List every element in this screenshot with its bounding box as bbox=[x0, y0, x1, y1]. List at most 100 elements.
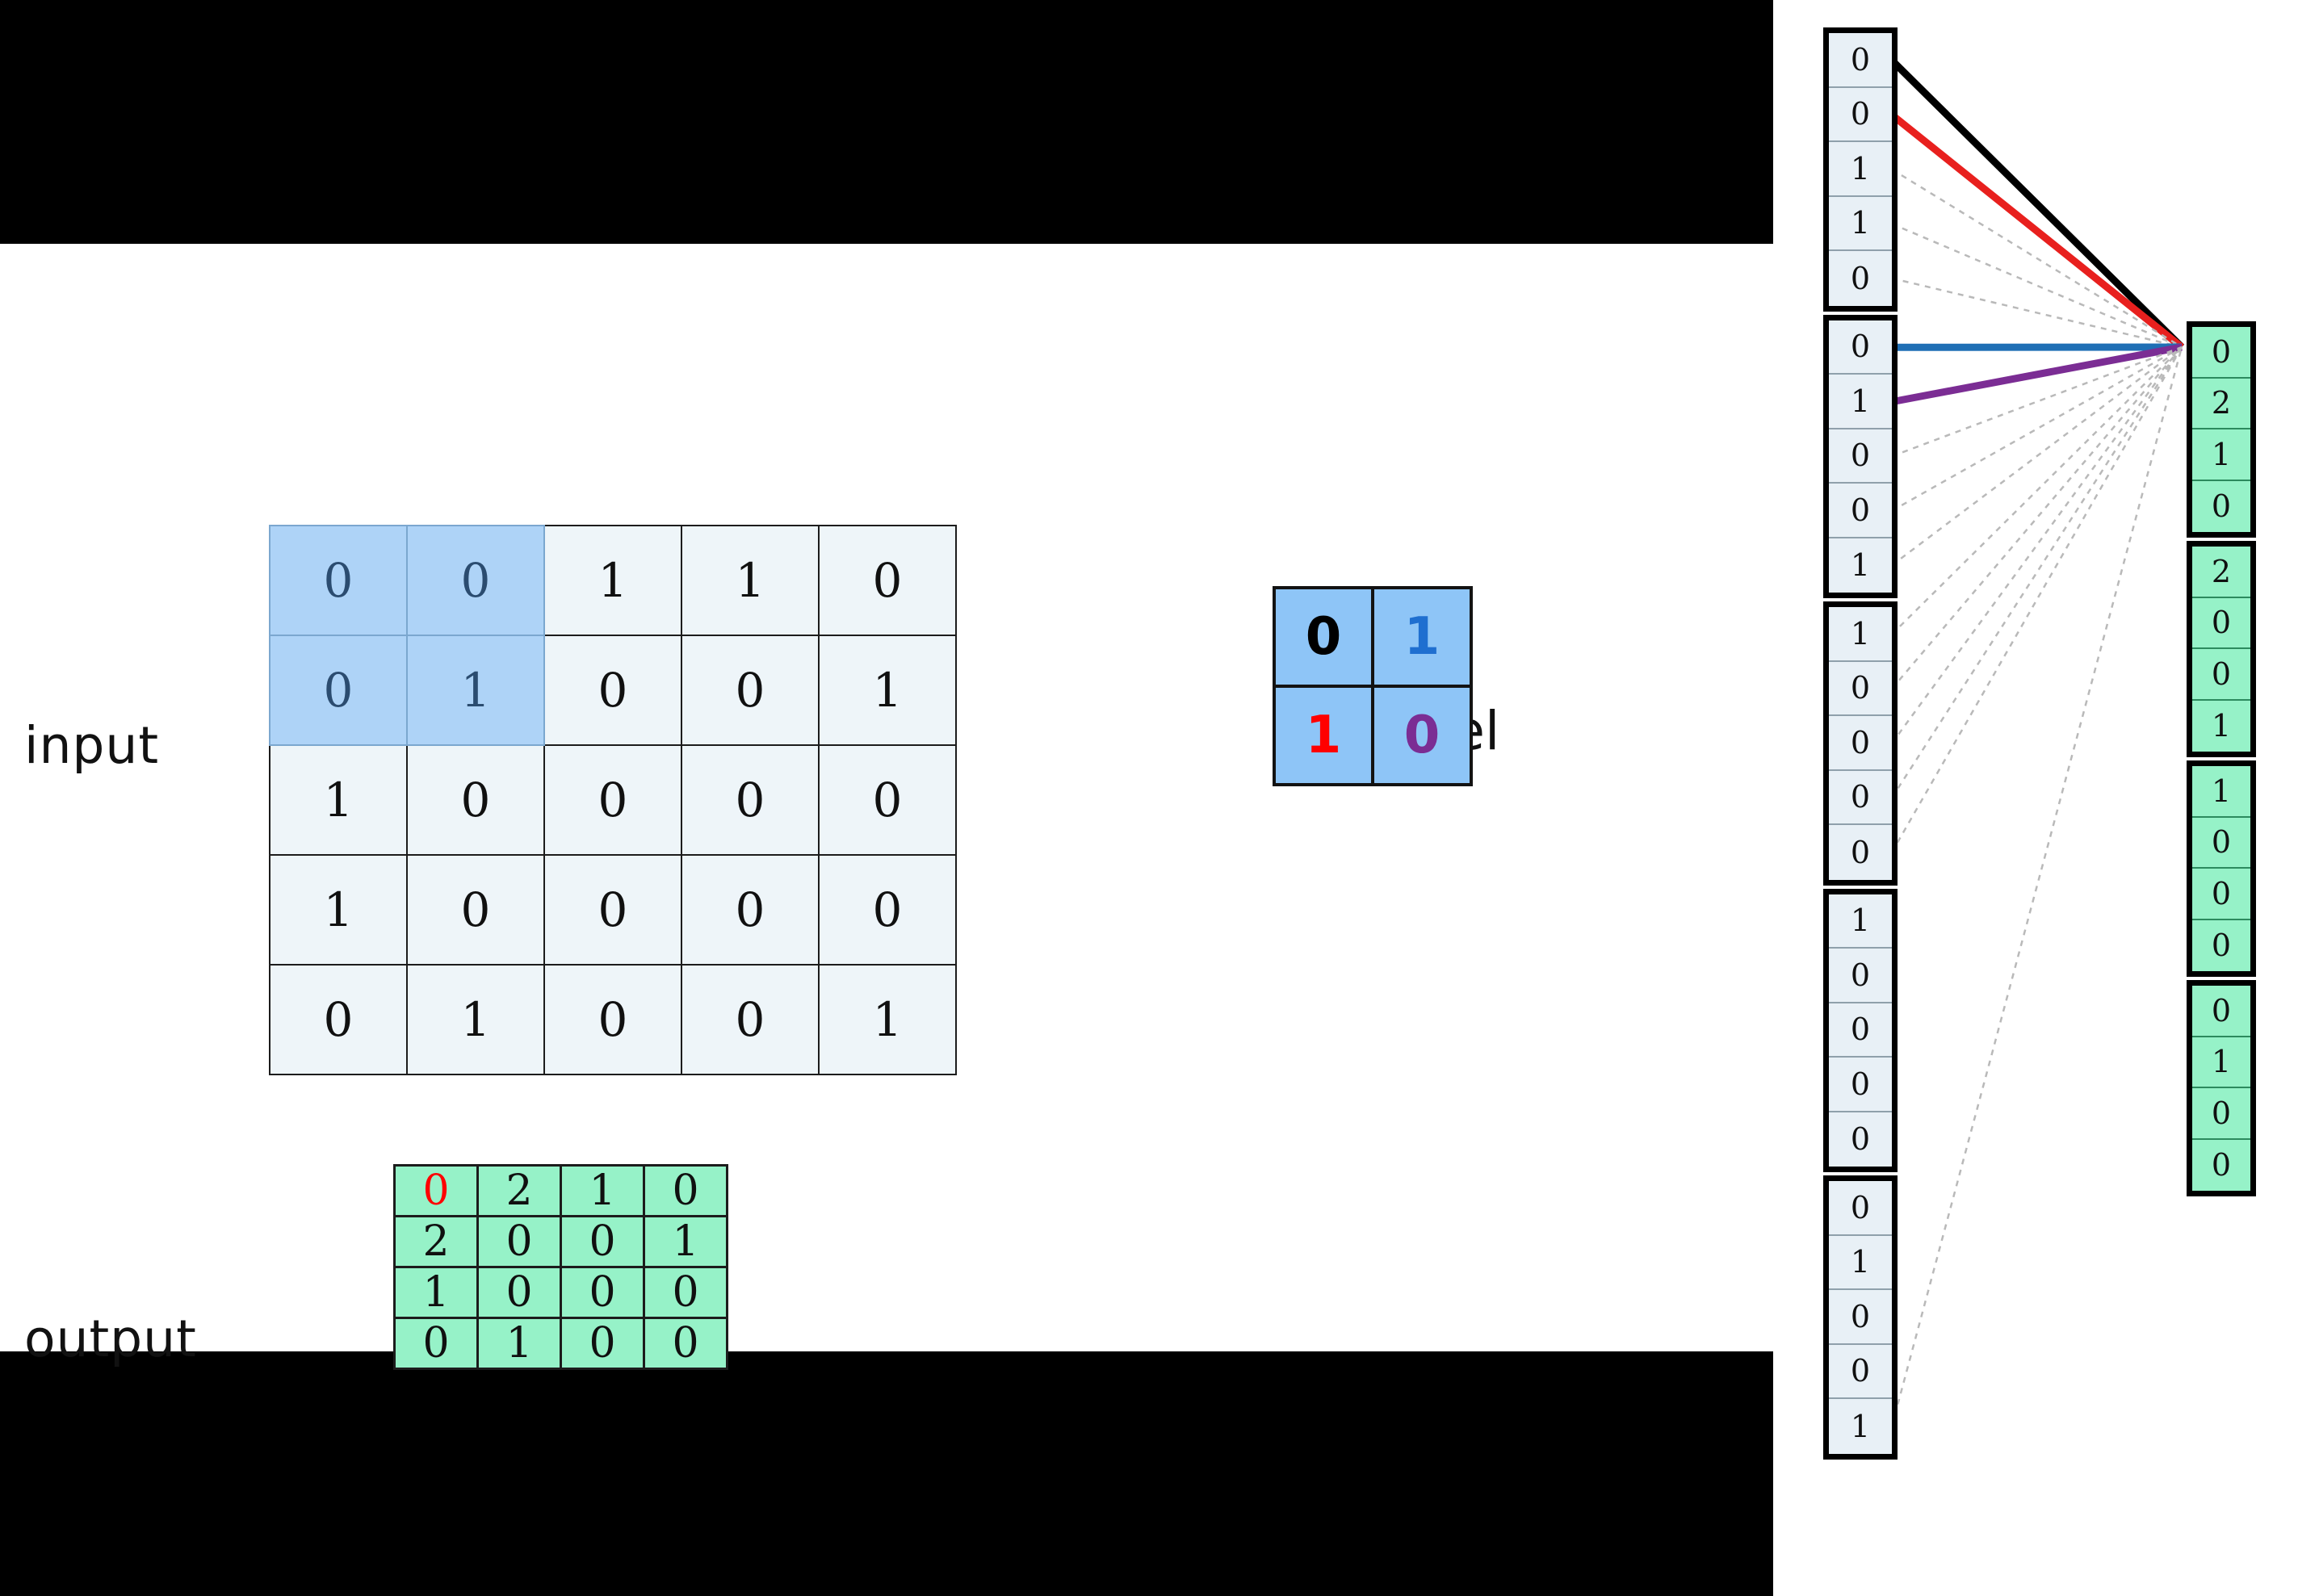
input-vector-cell: 0 bbox=[1829, 1058, 1892, 1112]
input-vector-cell: 0 bbox=[1829, 484, 1892, 538]
input-vector-cell: 0 bbox=[1829, 716, 1892, 771]
input-vector-cell: 0 bbox=[1829, 251, 1892, 306]
input-matrix-cell: 0 bbox=[406, 854, 545, 966]
input-vector-cell: 0 bbox=[1829, 1290, 1892, 1345]
input-vector-cell: 0 bbox=[1829, 429, 1892, 484]
input-matrix-cell: 1 bbox=[818, 964, 957, 1075]
input-matrix-cell: 1 bbox=[269, 854, 408, 966]
input-matrix-cell: 0 bbox=[818, 744, 957, 856]
input-matrix-cell: 0 bbox=[681, 964, 820, 1075]
input-matrix-cell: 0 bbox=[543, 854, 682, 966]
output-label: output bbox=[24, 1309, 197, 1368]
kernel-matrix-cell: 1 bbox=[1273, 685, 1374, 786]
input-matrix-cell: 0 bbox=[681, 854, 820, 966]
input-vector-cell: 1 bbox=[1829, 196, 1892, 251]
kernel-matrix-cell: 1 bbox=[1371, 586, 1473, 688]
input-vector-cell: 0 bbox=[1829, 1181, 1892, 1236]
input-matrix-cell: 0 bbox=[406, 525, 545, 636]
output-vector-cell: 0 bbox=[2192, 1088, 2250, 1140]
input-vector-cell: 0 bbox=[1829, 33, 1892, 88]
input-vector-cell: 0 bbox=[1829, 1003, 1892, 1058]
output-matrix-cell: 0 bbox=[476, 1215, 562, 1268]
kernel-matrix-cell: 0 bbox=[1371, 685, 1473, 786]
input-matrix-cell: 0 bbox=[681, 635, 820, 746]
input-matrix-cell: 0 bbox=[818, 525, 957, 636]
input-matrix-cell: 0 bbox=[543, 744, 682, 856]
output-vector-cell: 2 bbox=[2192, 378, 2250, 429]
input-vector-cell: 1 bbox=[1829, 894, 1892, 949]
input-matrix-cell: 1 bbox=[269, 744, 408, 856]
output-vector-cell: 1 bbox=[2192, 700, 2250, 752]
output-vector-cell: 0 bbox=[2192, 327, 2250, 379]
input-vector-cell: 0 bbox=[1829, 87, 1892, 142]
input-vector-cell: 0 bbox=[1829, 770, 1892, 825]
output-matrix-cell: 0 bbox=[643, 1164, 728, 1217]
output-vector-cell: 1 bbox=[2192, 766, 2250, 818]
input-matrix-cell: 1 bbox=[406, 964, 545, 1075]
output-matrix-cell: 0 bbox=[643, 1317, 728, 1370]
output-vector-cell: 0 bbox=[2192, 919, 2250, 971]
kernel-matrix-cell: 0 bbox=[1273, 586, 1374, 688]
input-matrix-cell: 0 bbox=[269, 525, 408, 636]
output-matrix-cell: 1 bbox=[560, 1164, 645, 1217]
output-matrix-cell: 0 bbox=[643, 1266, 728, 1319]
input-vector-cell: 0 bbox=[1829, 1112, 1892, 1167]
output-vector-cell: 2 bbox=[2192, 547, 2250, 598]
input-matrix-cell: 0 bbox=[818, 854, 957, 966]
input-matrix-cell: 0 bbox=[543, 635, 682, 746]
output-vector-cell: 0 bbox=[2192, 480, 2250, 532]
output-vector-cell: 0 bbox=[2192, 1139, 2250, 1191]
input-vector-cell: 1 bbox=[1829, 375, 1892, 429]
output-matrix-cell: 2 bbox=[393, 1215, 479, 1268]
left-panel: input output Kernel 00110010011000010000… bbox=[0, 244, 1773, 1370]
input-vector-cell: 1 bbox=[1829, 538, 1892, 593]
output-matrix-cell: 0 bbox=[476, 1266, 562, 1319]
output-matrix-cell: 0 bbox=[560, 1215, 645, 1268]
input-matrix-cell: 0 bbox=[681, 744, 820, 856]
output-matrix-cell: 1 bbox=[393, 1266, 479, 1319]
input-label: input bbox=[24, 716, 160, 775]
input-vector-cell: 0 bbox=[1829, 949, 1892, 1003]
output-vector-cell: 0 bbox=[2192, 649, 2250, 701]
output-vector-cell: 1 bbox=[2192, 1037, 2250, 1088]
input-matrix-cell: 1 bbox=[818, 635, 957, 746]
input-matrix-cell: 0 bbox=[269, 635, 408, 746]
output-vector-cell: 0 bbox=[2192, 597, 2250, 649]
input-matrix-cell: 1 bbox=[681, 525, 820, 636]
output-vector-cell: 0 bbox=[2192, 817, 2250, 869]
input-vector-cell: 0 bbox=[1829, 1344, 1892, 1399]
output-matrix-cell: 2 bbox=[476, 1164, 562, 1217]
input-matrix-cell: 1 bbox=[406, 635, 545, 746]
output-matrix-cell: 0 bbox=[560, 1266, 645, 1319]
output-matrix-cell: 0 bbox=[393, 1164, 479, 1217]
input-matrix-cell: 0 bbox=[406, 744, 545, 856]
input-matrix-cell: 0 bbox=[543, 964, 682, 1075]
output-vector-cell: 0 bbox=[2192, 869, 2250, 920]
input-matrix-cell: 1 bbox=[543, 525, 682, 636]
